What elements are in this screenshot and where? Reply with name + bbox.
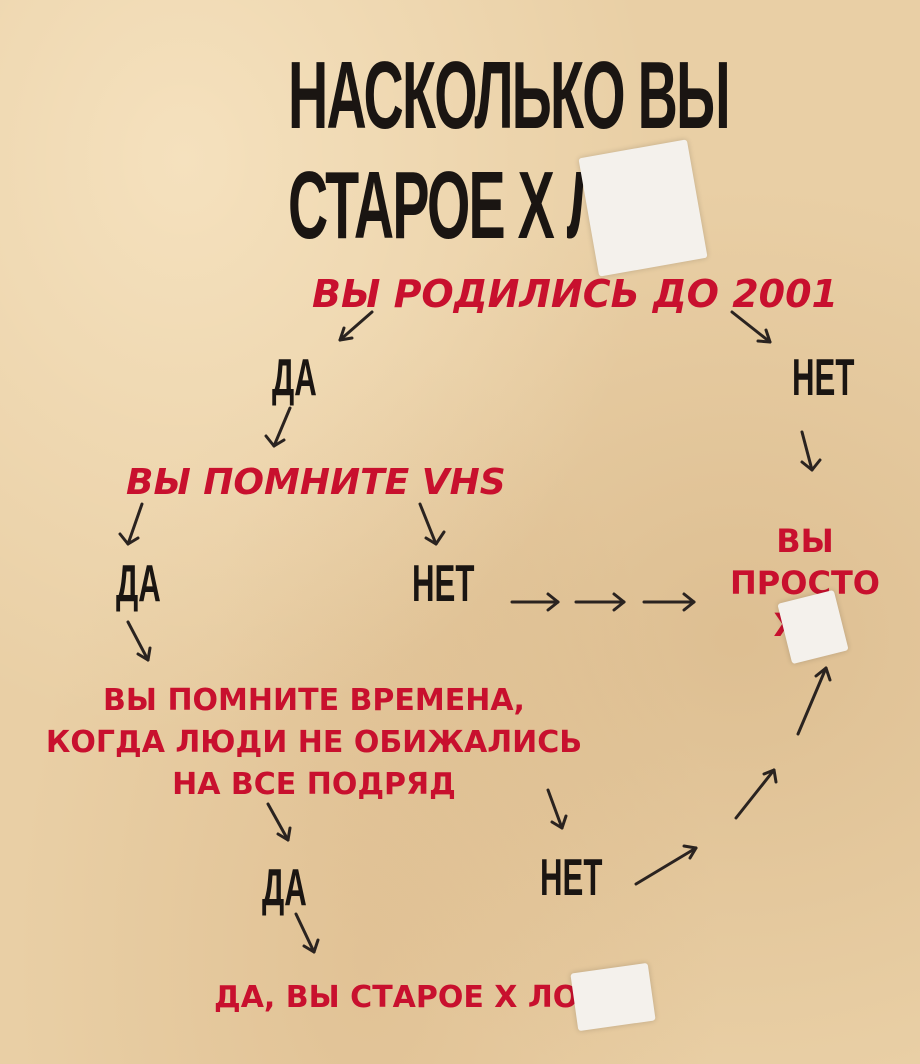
answer-yes-3: ДА xyxy=(262,859,307,917)
answer-no-2: НЕТ xyxy=(412,555,475,613)
arrow-q3-no xyxy=(546,788,568,830)
arrow-q2-no xyxy=(418,502,446,546)
result-old: ДА, ВЫ СТАРОЕ Х ЛО xyxy=(214,980,579,1015)
title-line-1: НАСКОЛЬКО ВЫ xyxy=(288,42,731,149)
question-3-line-3: НА ВСЕ ПОДРЯД xyxy=(172,767,456,802)
arrow-q2-yes xyxy=(118,502,144,546)
arrow-no3-up-1 xyxy=(634,844,698,886)
arrow-no2-result-1 xyxy=(510,592,560,612)
arrow-no3-up-3 xyxy=(796,666,832,736)
arrow-no2-result-3 xyxy=(642,592,696,612)
arrow-yes3-final xyxy=(294,912,320,954)
question-remember-vhs: ВЫ ПОМНИТЕ VHS xyxy=(126,462,506,503)
answer-yes-2: ДА xyxy=(116,555,161,613)
arrow-q3-yes xyxy=(266,802,292,842)
arrow-no1-result xyxy=(800,430,822,472)
arrow-no3-up-2 xyxy=(734,768,778,820)
answer-yes-1: ДА xyxy=(272,349,317,407)
arrow-no2-result-2 xyxy=(574,592,626,612)
arrow-yes2-q3 xyxy=(126,620,152,662)
answer-no-3: НЕТ xyxy=(540,849,603,907)
question-born-before-2001: ВЫ РОДИЛИСЬ ДО 2001 xyxy=(312,272,838,316)
question-3-line-2: КОГДА ЛЮДИ НЕ ОБИЖАЛИСЬ xyxy=(45,725,583,760)
question-remember-times: ВЫ ПОМНИТЕ ВРЕМЕНА, КОГДА ЛЮДИ НЕ ОБИЖАЛ… xyxy=(4,680,624,806)
arrow-q1-yes xyxy=(338,310,374,342)
arrow-yes1-q2 xyxy=(264,406,292,448)
result-just-line-2: ПРОСТО xyxy=(730,564,880,602)
answer-no-1: НЕТ xyxy=(792,349,855,407)
result-just-line-1: ВЫ xyxy=(776,522,834,560)
question-3-line-1: ВЫ ПОМНИТЕ ВРЕМЕНА, xyxy=(103,683,525,718)
arrow-q1-no xyxy=(730,310,772,344)
